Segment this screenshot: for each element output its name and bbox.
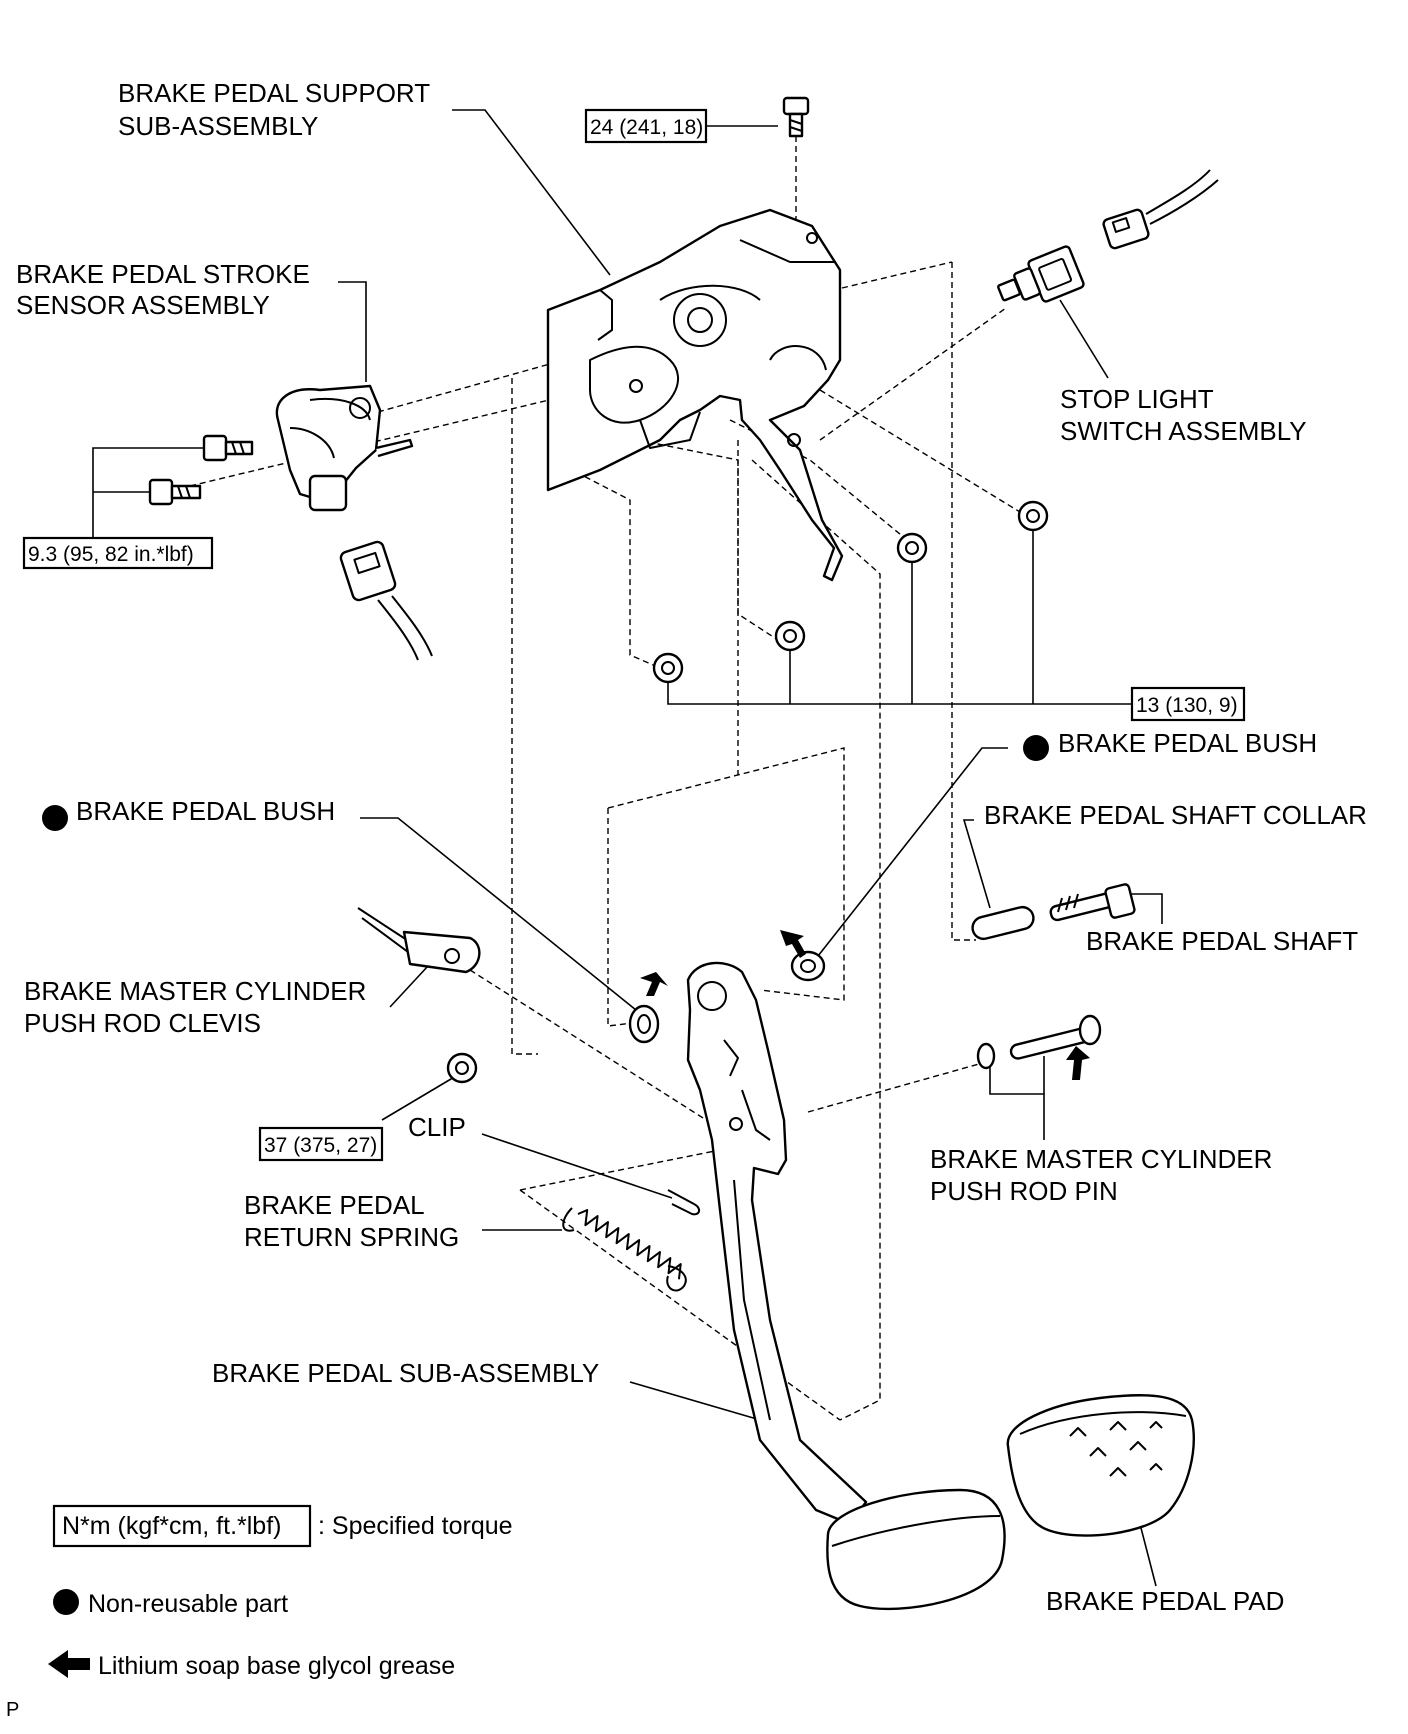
stop-light-connector-icon [1102, 169, 1219, 250]
torque-13: 13 (130, 9) [1136, 694, 1238, 717]
pedal-foot-pad-icon [826, 1488, 1006, 1611]
legend-grease-arrow-icon [48, 1650, 90, 1678]
brake-pedal-stroke-sensor-icon [275, 384, 414, 512]
label-pedal-pad: BRAKE PEDAL PAD [1046, 1586, 1284, 1616]
torque-24: 24 (241, 18) [590, 116, 703, 139]
label-stroke-sensor-line2: SENSOR ASSEMBLY [16, 290, 270, 320]
nut-icon [896, 532, 928, 564]
clip-icon [667, 1189, 700, 1216]
support-bolt-icon [782, 96, 810, 138]
brake-pedal-shaft-collar-icon [971, 905, 1035, 941]
legend-non-reusable-text: Non-reusable part [88, 1590, 288, 1618]
grease-arrow-icon [1066, 1046, 1090, 1080]
label-clevis-line1: BRAKE MASTER CYLINDER [24, 976, 366, 1006]
legend: N*m (kgf*cm, ft.*lbf) : Specified torque… [48, 1504, 513, 1680]
sensor-bolt-lower-icon [148, 478, 202, 506]
label-bush-right: BRAKE PEDAL BUSH [1058, 728, 1317, 758]
brake-pedal-shaft-icon [1049, 883, 1136, 922]
label-push-rod-pin-line1: BRAKE MASTER CYLINDER [930, 1144, 1272, 1174]
label-stroke-sensor-line1: BRAKE PEDAL STROKE [16, 259, 310, 289]
label-spring-line2: RETURN SPRING [244, 1222, 459, 1252]
label-spring-line1: BRAKE PEDAL [244, 1190, 425, 1220]
legend-torque-box-text: N*m (kgf*cm, ft.*lbf) [62, 1512, 281, 1540]
label-support-line2: SUB-ASSEMBLY [118, 111, 318, 141]
nut-icon [446, 1052, 478, 1084]
label-bush-left: BRAKE PEDAL BUSH [76, 796, 335, 826]
label-pedal-sub-assembly: BRAKE PEDAL SUB-ASSEMBLY [212, 1358, 599, 1388]
torque-37: 37 (375, 27) [264, 1134, 377, 1157]
non-reusable-dot-icon [1023, 735, 1049, 761]
legend-grease-text: Lithium soap base glycol grease [98, 1652, 455, 1680]
nut-icon [652, 652, 684, 684]
label-stop-light-line2: SWITCH ASSEMBLY [1060, 416, 1307, 446]
brake-pedal-bush-left-icon [628, 1004, 660, 1044]
sensor-bolt-upper-icon [202, 434, 254, 462]
torque-9-3: 9.3 (95, 82 in.*lbf) [28, 543, 194, 566]
brake-pedal-bush-right-icon [790, 950, 826, 982]
label-push-rod-pin-line2: PUSH ROD PIN [930, 1176, 1118, 1206]
push-rod-clevis-icon [357, 907, 481, 974]
non-reusable-dot-icon [42, 805, 68, 831]
legend-non-reusable-dot-icon [53, 1589, 79, 1615]
label-shaft-collar: BRAKE PEDAL SHAFT COLLAR [984, 800, 1367, 830]
grease-arrow-icon [780, 930, 806, 958]
legend-torque-text: : Specified torque [318, 1512, 513, 1540]
brake-pedal-support-bracket-icon [546, 208, 844, 582]
label-shaft: BRAKE PEDAL SHAFT [1086, 926, 1358, 956]
label-support-line1: BRAKE PEDAL SUPPORT [118, 78, 430, 108]
stop-light-switch-icon [997, 245, 1085, 303]
label-clevis-line2: PUSH ROD CLEVIS [24, 1008, 261, 1038]
push-rod-pin-icon [1009, 1014, 1102, 1060]
brake-pedal-return-spring-icon [562, 1207, 687, 1292]
stroke-sensor-connector-icon [339, 540, 433, 661]
label-stop-light-line1: STOP LIGHT [1060, 384, 1214, 414]
corner-mark: P [6, 1699, 19, 1721]
push-rod-pin-washer-icon [976, 1042, 996, 1070]
nut-icon [774, 620, 806, 652]
grease-arrow-icon [640, 972, 668, 996]
brake-pedal-pad-icon [1006, 1394, 1195, 1537]
brake-pedal-sub-assembly-icon [686, 961, 868, 1526]
nut-icon [1017, 500, 1049, 532]
label-clip: CLIP [408, 1112, 466, 1142]
